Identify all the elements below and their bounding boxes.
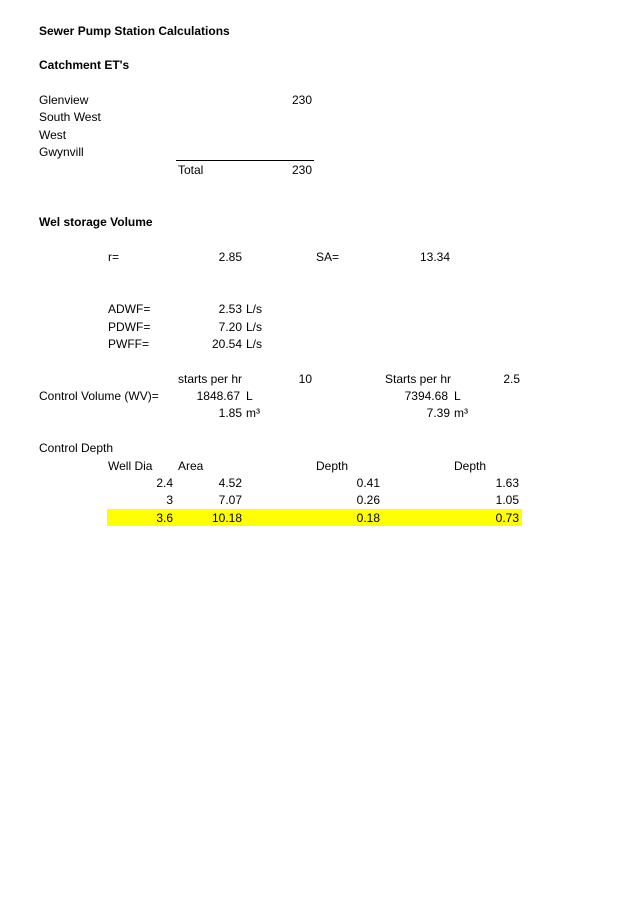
page-title: Sewer Pump Station Calculations [39, 24, 230, 38]
pwff-label: PWFF= [108, 337, 149, 351]
control-volume-m3-unit-1: m³ [246, 406, 260, 420]
catchment-name-gwynvill: Gwynvill [39, 145, 84, 159]
total-rule [176, 160, 314, 161]
header-depth-1: Depth [316, 459, 349, 473]
r-label: r= [108, 250, 120, 264]
pdwf-value: 7.20 [218, 320, 242, 334]
starts-value-1: 10 [298, 372, 312, 386]
header-depth-2: Depth [454, 459, 487, 473]
depth-1-cell: 0.18 [356, 511, 380, 525]
well-dia-cell: 2.4 [156, 476, 173, 490]
control-volume-m3-1: 1.85 [218, 406, 242, 420]
depth-2-cell: 0.73 [495, 511, 519, 525]
catchment-total-label: Total [178, 163, 204, 177]
adwf-label: ADWF= [108, 302, 151, 316]
starts-label-1: starts per hr [178, 372, 243, 386]
catchment-name-south-west: South West [39, 110, 101, 124]
catchment-heading: Catchment ET's [39, 58, 130, 72]
starts-label-2: Starts per hr [385, 372, 452, 386]
control-volume-m3-2: 7.39 [426, 406, 450, 420]
pwff-value: 20.54 [211, 337, 242, 351]
wet-storage-heading: Wel storage Volume [39, 215, 153, 229]
sa-value: 13.34 [419, 250, 450, 264]
adwf-unit: L/s [246, 302, 263, 316]
catchment-name-west: West [39, 128, 67, 142]
depth-2-cell: 1.05 [495, 493, 519, 507]
area-cell: 10.18 [211, 511, 242, 525]
catchment-name-glenview: Glenview [39, 93, 89, 107]
area-cell: 7.07 [218, 493, 242, 507]
sa-label: SA= [316, 250, 340, 264]
well-dia-cell: 3.6 [156, 511, 173, 525]
header-area: Area [178, 459, 204, 473]
catchment-total-value: 230 [291, 163, 312, 177]
control-volume-litres-unit-2: L [454, 389, 461, 403]
pwff-unit: L/s [246, 337, 263, 351]
well-dia-cell: 3 [166, 493, 173, 507]
control-volume-label: Control Volume (WV)= [39, 389, 159, 403]
catchment-value-glenview: 230 [291, 93, 312, 107]
depth-1-cell: 0.26 [356, 493, 380, 507]
control-depth-heading: Control Depth [39, 441, 114, 455]
control-volume-litres-unit-1: L [246, 389, 253, 403]
control-volume-litres-2: 7394.68 [404, 389, 448, 403]
starts-value-2: 2.5 [503, 372, 520, 386]
highlighted-row-fill [107, 509, 522, 526]
adwf-value: 2.53 [218, 302, 242, 316]
depth-2-cell: 1.63 [495, 476, 519, 490]
pdwf-label: PDWF= [108, 320, 151, 334]
header-well-dia: Well Dia [108, 459, 153, 473]
control-volume-m3-unit-2: m³ [454, 406, 468, 420]
control-volume-litres-1: 1848.67 [196, 389, 240, 403]
depth-1-cell: 0.41 [356, 476, 380, 490]
r-value: 2.85 [218, 250, 242, 264]
area-cell: 4.52 [218, 476, 242, 490]
pdwf-unit: L/s [246, 320, 263, 334]
